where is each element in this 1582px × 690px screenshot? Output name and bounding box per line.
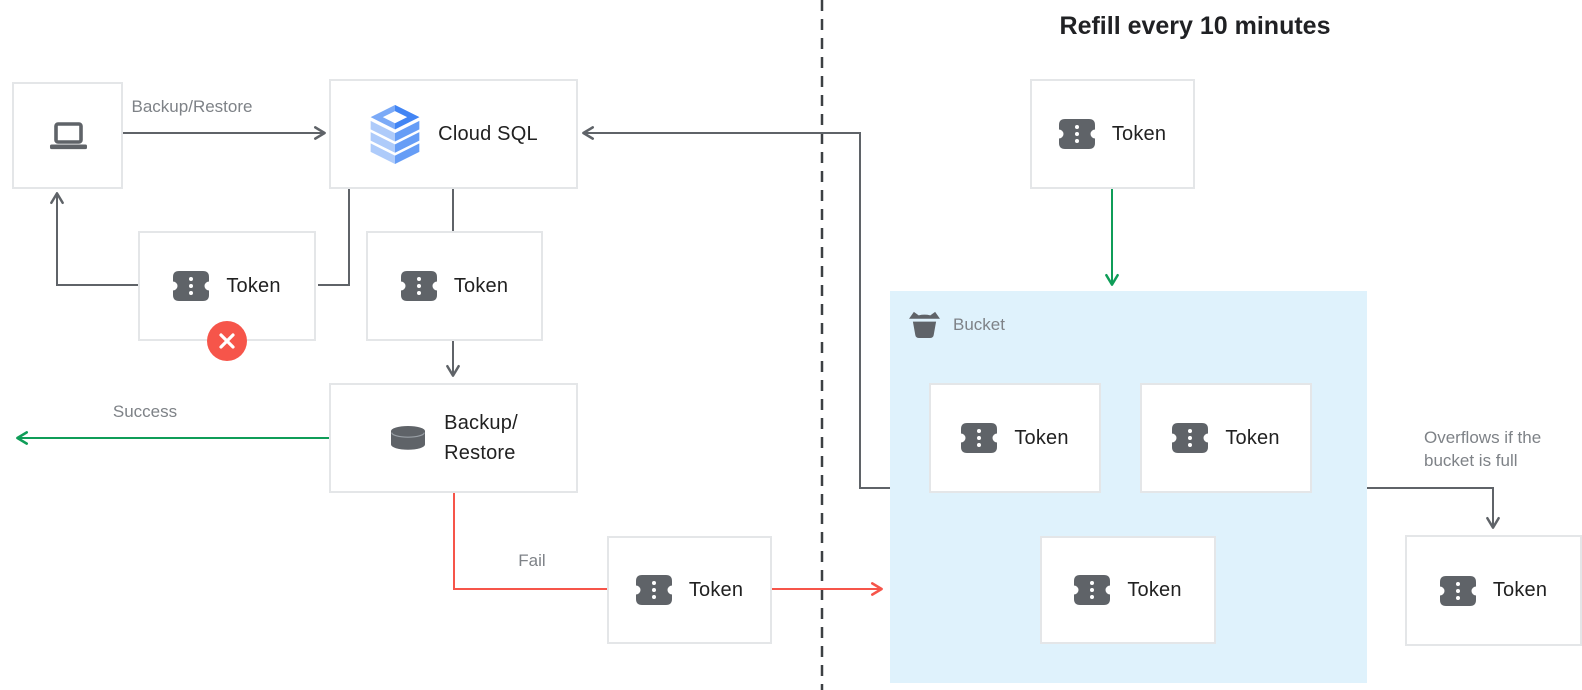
- token-label: Token: [1127, 578, 1182, 601]
- edge-overflow: [1367, 487, 1500, 529]
- token-icon: [1058, 119, 1095, 149]
- token-label: Token: [1111, 122, 1167, 145]
- token-label: Token: [1225, 426, 1280, 449]
- token-label: Token: [1014, 426, 1069, 449]
- cloud-sql-label: Cloud SQL: [438, 122, 538, 145]
- edge-rejected-token-to-client: [50, 192, 138, 286]
- token-label: Token: [226, 274, 281, 297]
- edge-cloudsql-to-rejected-token: [318, 189, 350, 286]
- bucket-label: Bucket: [953, 314, 1005, 334]
- backup-restore-edge-label: Backup/Restore: [131, 97, 253, 116]
- laptop-icon: [49, 121, 87, 149]
- failed-token-node: Token: [607, 536, 772, 644]
- rejected-x-badge: [207, 321, 247, 361]
- bucket-icon: [909, 311, 940, 339]
- database-icon: [391, 426, 426, 450]
- token-label: Token: [453, 274, 509, 297]
- token-icon: [635, 575, 672, 605]
- overflow-token-node: Token: [1405, 535, 1582, 646]
- token-icon: [1172, 423, 1209, 453]
- bucket-token-node: Token: [1040, 536, 1216, 644]
- fail-edge-label: Fail: [518, 551, 546, 570]
- cloud-sql-node: Cloud SQL: [329, 79, 578, 189]
- bucket-token-node: Token: [929, 383, 1101, 493]
- edge-bucket-to-cloudsql: [582, 126, 890, 489]
- client-node: [12, 82, 123, 189]
- bucket-header: Bucket: [908, 310, 1005, 339]
- token-label: Token: [688, 578, 744, 601]
- refill-token-node: Token: [1030, 79, 1195, 189]
- token-label: Token: [1492, 579, 1548, 601]
- backup-restore-node: Backup/ Restore: [329, 383, 578, 493]
- token-icon: [1074, 575, 1111, 605]
- cloud-sql-icon: [370, 104, 420, 164]
- overflow-edge-label: Overflows if the bucket is full: [1424, 428, 1542, 470]
- request-token-node: Token: [366, 231, 543, 341]
- x-icon: [219, 333, 235, 349]
- token-icon: [961, 423, 998, 453]
- token-icon: [1439, 575, 1476, 606]
- backup-restore-label: Backup/ Restore: [444, 412, 518, 464]
- token-icon: [400, 271, 437, 301]
- diagram-title: Refill every 10 minutes: [1059, 12, 1331, 40]
- success-edge-label: Success: [112, 402, 178, 421]
- bucket-token-node: Token: [1140, 383, 1312, 493]
- edge-fail: [453, 493, 607, 590]
- token-icon: [173, 271, 210, 301]
